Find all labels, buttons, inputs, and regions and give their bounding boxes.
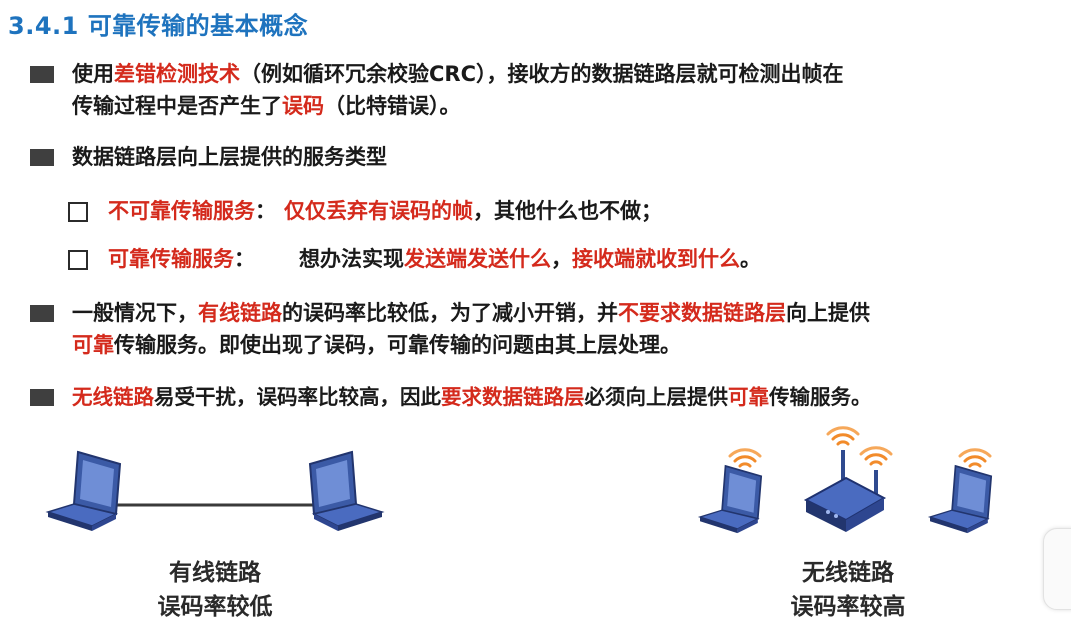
emphasis-bit-error: 误码 bbox=[282, 94, 324, 118]
laptop-icon bbox=[697, 464, 763, 534]
checkbox-icon bbox=[68, 202, 88, 222]
reliable-service-label: 可靠传输服务 bbox=[108, 247, 234, 271]
bullet-square-icon bbox=[30, 389, 54, 406]
unreliable-service-label: 不可靠传输服务 bbox=[108, 199, 255, 223]
wireless-caption: 无线链路 误码率较高 bbox=[790, 560, 906, 620]
laptop-icon bbox=[45, 450, 122, 531]
wifi-signal-icon bbox=[728, 426, 992, 468]
wired-caption: 有线链路 误码率较低 bbox=[157, 560, 273, 620]
emphasis-error-detection: 差错检测技术 bbox=[114, 62, 240, 86]
wireless-router-icon bbox=[803, 450, 887, 532]
bullet-text: 使用差错检测技术（例如循环冗余校验CRC），接收方的数据链路层就可检测出帧在 传… bbox=[72, 62, 844, 118]
bullet-square-icon bbox=[30, 66, 54, 83]
laptop-icon bbox=[927, 464, 993, 534]
side-panel-handle[interactable] bbox=[1043, 528, 1071, 610]
bullet-square-icon bbox=[30, 305, 54, 322]
page-title: 3.4.1 可靠传输的基本概念 bbox=[8, 12, 309, 40]
checkbox-icon bbox=[68, 250, 88, 270]
bullet-square-icon bbox=[30, 149, 54, 166]
laptop-icon bbox=[308, 450, 385, 531]
